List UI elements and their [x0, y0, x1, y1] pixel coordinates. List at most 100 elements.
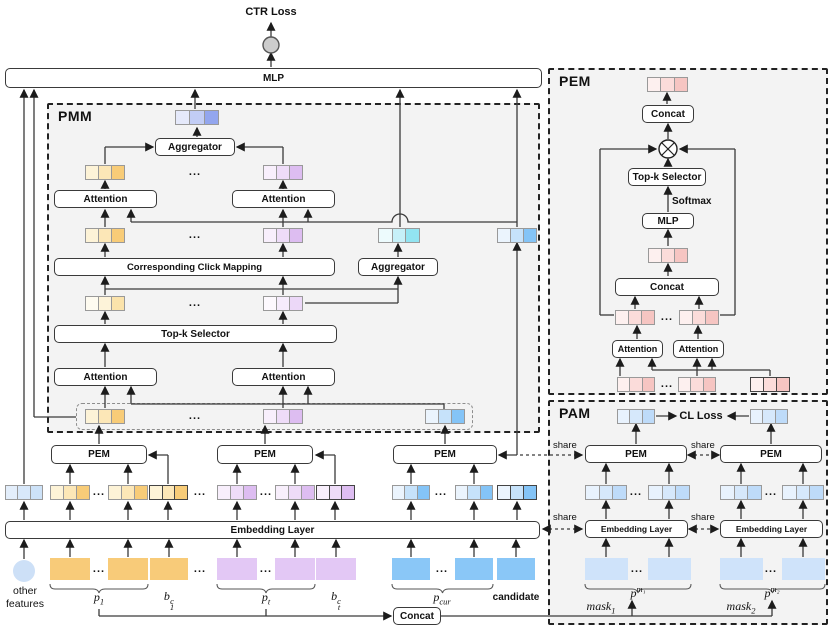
- ellipsis: ...: [434, 486, 448, 498]
- embedding-chip-blue: [497, 228, 537, 243]
- math-label-mask1: mask1: [586, 599, 616, 616]
- candidate-label: candidate: [492, 592, 540, 603]
- math-label-p1: p1: [93, 590, 105, 607]
- other-features-label: other features: [6, 585, 44, 610]
- pmm-attention-box-2: Attention: [232, 190, 335, 208]
- math-label-pt: pt: [261, 590, 271, 607]
- embedding-chip-blue: [425, 409, 465, 424]
- ellipsis: ...: [660, 378, 674, 390]
- pam-embedding-box-1: Embedding Layer: [585, 520, 688, 538]
- embedding-chip-purple: [263, 409, 303, 424]
- input-rect-purple: [275, 558, 315, 580]
- brace: [719, 583, 826, 594]
- input-rect-blue: [497, 558, 535, 580]
- embedding-chip-orange: [50, 485, 90, 500]
- pem-topk-box: Top-k Selector: [628, 168, 706, 186]
- ellipsis: ...: [259, 486, 273, 498]
- ellipsis: ...: [188, 410, 202, 422]
- loss-node: [262, 36, 280, 54]
- ellipsis: ...: [193, 563, 207, 575]
- embedding-chip-purple: [316, 485, 356, 500]
- embedding-layer-box: Embedding Layer: [5, 521, 540, 539]
- share-label-pem-left: share: [553, 440, 577, 451]
- pmm-attention-box-4: Attention: [232, 368, 335, 386]
- share-label-el-mid: share: [691, 512, 715, 523]
- pem-box-3: PEM: [393, 445, 497, 464]
- ellipsis: ...: [435, 563, 449, 575]
- pmm-aggregator-right-box: Aggregator: [358, 258, 438, 276]
- brace: [584, 583, 692, 594]
- input-rect-blue: [455, 558, 493, 580]
- concat-bottom-box: Concat: [393, 607, 441, 625]
- ellipsis: ...: [193, 486, 207, 498]
- softmax-label: Softmax: [672, 196, 712, 207]
- ellipsis: ...: [630, 563, 644, 575]
- pam-panel: PAM: [548, 400, 828, 625]
- pam-embedding-box-2: Embedding Layer: [720, 520, 823, 538]
- input-rect-purple: [316, 558, 356, 580]
- pmm-aggregator-box: Aggregator: [155, 138, 235, 156]
- embedding-chip-cyan: [378, 228, 421, 243]
- pam-title: PAM: [559, 405, 591, 421]
- embedding-chip-pam: [720, 485, 763, 500]
- embedding-chip-purple: [217, 485, 257, 500]
- input-rect-pam: [782, 558, 825, 580]
- embedding-chip-pink: [617, 377, 655, 392]
- pem-box-2: PEM: [217, 445, 313, 464]
- ellipsis: ...: [92, 563, 106, 575]
- embedding-chip-pam: [585, 485, 628, 500]
- cl-loss-label: CL Loss: [679, 410, 723, 422]
- pmm-topk-selector-box: Top-k Selector: [54, 325, 337, 343]
- share-label-el-left: share: [553, 512, 577, 523]
- pem-box-1: PEM: [51, 445, 147, 464]
- math-label-pm2: pm₂: [764, 584, 780, 600]
- embedding-chip-pink: [648, 248, 688, 263]
- embedding-chip-blue: [392, 485, 430, 500]
- ellipsis: ...: [660, 311, 674, 323]
- pmm-attention-box-3: Attention: [54, 368, 157, 386]
- input-rect-pam: [585, 558, 628, 580]
- pam-pem-box-2: PEM: [720, 445, 822, 463]
- input-rect-orange: [108, 558, 148, 580]
- embedding-chip-pam: [750, 409, 788, 424]
- ellipsis: ...: [188, 229, 202, 241]
- pmm-title: PMM: [58, 108, 93, 124]
- embedding-chip-pink: [679, 310, 719, 325]
- embedding-chip-peri: [175, 110, 219, 125]
- embedding-chip-pam: [782, 485, 825, 500]
- math-label-mask2: mask2: [726, 599, 756, 616]
- brace: [49, 583, 149, 594]
- input-rect-pam: [648, 558, 691, 580]
- embedding-chip-orange: [85, 409, 125, 424]
- ctr-loss-label: CTR Loss: [245, 6, 297, 18]
- embedding-chip-orange: [85, 228, 125, 243]
- embedding-chip-blue: [497, 485, 537, 500]
- embedding-chip-pink: [678, 377, 716, 392]
- pem-attention-box-2: Attention: [673, 340, 724, 358]
- mlp-top-label: MLP: [262, 72, 285, 84]
- embedding-chip-pink: [647, 77, 688, 92]
- embedding-chip-purple: [263, 228, 303, 243]
- ellipsis: ...: [188, 297, 202, 309]
- embedding-chip-orange: [149, 485, 189, 500]
- pem-attention-box-1: Attention: [612, 340, 663, 358]
- embedding-chip-purple: [263, 165, 303, 180]
- math-label-pm1: pm₁: [630, 584, 646, 600]
- pmm-click-mapping-box: Corresponding Click Mapping: [54, 258, 335, 276]
- embedding-chip-pale: [5, 485, 43, 500]
- embedding-chip-orange: [85, 165, 125, 180]
- ellipsis: ...: [629, 486, 643, 498]
- brace: [391, 583, 494, 594]
- embedding-chip-pink: [750, 377, 790, 392]
- embedding-chip-lorange: [85, 296, 125, 311]
- input-rect-purple: [217, 558, 257, 580]
- input-rect-orange: [50, 558, 90, 580]
- embedding-chip-pam: [617, 409, 655, 424]
- embedding-chip-orange: [108, 485, 148, 500]
- mlp-top-box: MLP: [5, 68, 542, 88]
- pem-concat-mid-box: Concat: [615, 278, 719, 296]
- pem-concat-top-box: Concat: [642, 105, 694, 123]
- ellipsis: ...: [92, 486, 106, 498]
